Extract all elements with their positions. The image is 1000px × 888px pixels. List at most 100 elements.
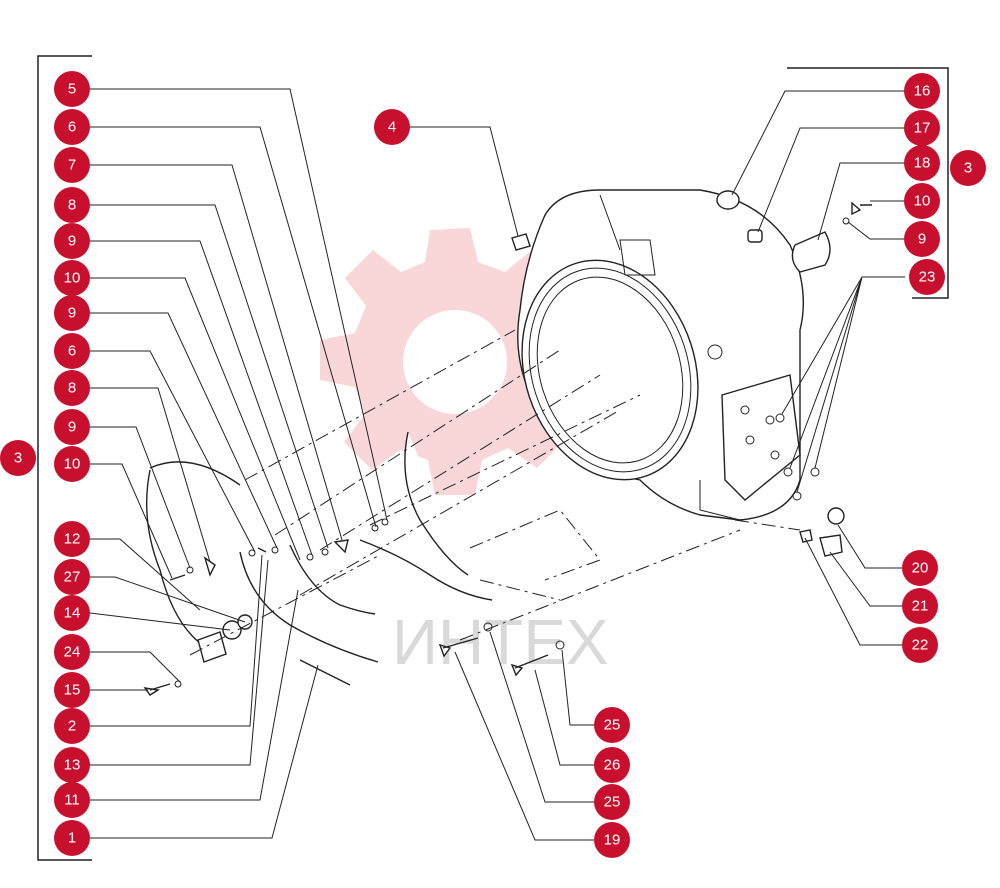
callout-15: 15 [54,672,90,708]
svg-text:12: 12 [64,531,81,548]
callout-4: 4 [374,109,410,145]
callout-10: 10 [54,446,90,482]
part-20-cap [827,507,845,525]
part-16-bearing [716,190,740,210]
callout-8: 8 [54,187,90,223]
svg-text:22: 22 [912,637,929,654]
part-26-bolt [510,654,549,677]
part-21-fitting [819,534,843,557]
svg-text:6: 6 [68,119,76,136]
part-8-washer-mid [321,548,329,556]
callout-24: 24 [54,634,90,670]
callout-25: 25 [594,784,630,820]
part-24-washer [174,680,182,688]
part-6-washer-mid [248,549,256,557]
part-6-washer-top [371,524,379,532]
svg-text:2: 2 [68,718,76,735]
pipe-5 [404,431,469,576]
part-23-plug-b [810,467,820,477]
svg-text:8: 8 [68,197,76,214]
svg-text:27: 27 [64,569,81,586]
callout-17: 17 [904,110,940,146]
callout-18: 18 [904,145,940,181]
part-19-bolt [438,637,479,658]
callout-13: 13 [54,747,90,783]
svg-text:15: 15 [64,682,81,699]
callout-12: 12 [54,521,90,557]
callout-9: 9 [54,295,90,331]
part-14-ring [222,620,242,640]
pipe-7 [359,539,493,601]
svg-text:20: 20 [912,560,929,577]
bell-housing [517,189,804,521]
part-17-bushing [747,229,763,243]
svg-text:8: 8 [68,380,76,397]
svg-text:13: 13 [64,757,81,774]
svg-text:1: 1 [68,830,76,847]
callout-10: 10 [904,183,940,219]
svg-text:16: 16 [914,83,931,100]
svg-text:25: 25 [604,717,621,734]
callout-2: 2 [54,708,90,744]
callout-markers: 5 6 7 8 9 10 9 6 8 9 10 12 27 14 24 15 2… [0,71,986,858]
part-10-bolt-mid [257,547,267,553]
watermark-text: ИНТЕХ [392,606,609,678]
part-7-clip [333,539,349,554]
group-bracket-left [37,55,92,861]
svg-text:10: 10 [914,193,931,210]
part-10-bolt-left [169,574,186,581]
svg-text:26: 26 [604,757,621,774]
svg-text:21: 21 [912,598,929,615]
part-9-washer-top [842,217,850,225]
callout-19: 19 [594,822,630,858]
watermark-gear-icon [320,228,588,495]
callout-21: 21 [902,588,938,624]
callout-3: 3 [950,150,986,186]
pipe-2 [145,469,211,651]
callout-9: 9 [54,223,90,259]
callout-9: 9 [54,409,90,445]
pipe-13 [239,551,379,663]
part-23-plug-a [783,467,793,477]
svg-text:24: 24 [64,644,81,661]
part-nut-4 [511,233,531,251]
svg-text:5: 5 [68,81,76,98]
callout-23: 23 [909,259,945,295]
part-5-washer [381,518,389,526]
svg-text:4: 4 [388,119,396,136]
svg-text:18: 18 [914,155,931,172]
svg-text:10: 10 [64,456,81,473]
rod-1 [299,659,351,686]
svg-text:9: 9 [68,305,76,322]
part-22-nut [799,529,813,543]
callout-3: 3 [0,440,36,476]
leader-lines [89,88,905,841]
pipe-hose-top [149,461,241,486]
part-10-bolt-top [851,201,872,216]
svg-text:14: 14 [64,605,81,622]
callout-1: 1 [54,820,90,856]
part-15-bolt [143,683,171,696]
assembly-lines [189,329,801,656]
part-23-plug-d [775,413,785,423]
callout-6: 6 [54,333,90,369]
svg-text:11: 11 [64,792,80,809]
svg-text:19: 19 [604,832,621,849]
svg-text:17: 17 [914,120,931,137]
group-bracket-right [787,67,949,299]
callout-14: 14 [54,595,90,631]
watermark: ИНТЕХ [320,228,609,678]
callout-27: 27 [54,559,90,595]
svg-text:6: 6 [68,343,76,360]
part-9-washer-mid [271,546,279,554]
part-23-plug-c [792,491,802,501]
svg-text:9: 9 [68,233,76,250]
callout-7: 7 [54,147,90,183]
svg-text:3: 3 [14,450,22,467]
svg-text:10: 10 [64,270,81,287]
callout-10: 10 [54,260,90,296]
part-9-washer-mid2 [306,553,314,561]
svg-text:9: 9 [918,231,926,248]
part-18-sleeve [791,231,831,273]
callout-8: 8 [54,370,90,406]
